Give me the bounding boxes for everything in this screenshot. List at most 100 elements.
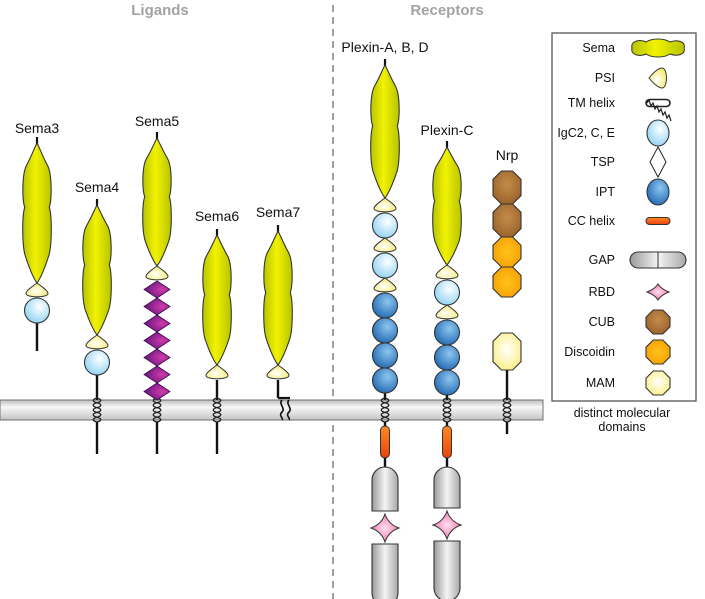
legend-item-tsp: TSP — [591, 145, 667, 179]
tsp-domain — [143, 280, 171, 299]
mam-icon — [645, 370, 671, 396]
legend-caption-line2: domains — [598, 420, 645, 434]
protein-sema5: Sema5 — [135, 113, 180, 454]
igc2-domain — [23, 297, 51, 324]
legend-label: IgC2, C, E — [557, 126, 615, 140]
cc-helix-icon — [645, 217, 671, 225]
psi-domain — [435, 304, 459, 320]
cub-domain — [492, 170, 522, 205]
protein-label: Plexin-A, B, D — [341, 39, 428, 55]
igc2-domain — [371, 252, 399, 279]
legend-label: RBD — [589, 285, 615, 299]
tm-helix — [156, 397, 162, 423]
igc2-domain — [83, 349, 111, 376]
protein-sema7: Sema7 — [256, 204, 301, 421]
discoidin-icon — [645, 339, 671, 365]
mam-domain — [492, 332, 522, 371]
tsp-domain — [143, 382, 171, 401]
sema-domain — [22, 141, 52, 284]
gpi-lipid-tail — [286, 399, 291, 421]
legend-label: GAP — [589, 253, 615, 267]
protein-nrp: Nrp — [492, 147, 522, 434]
psi-domain — [435, 264, 459, 280]
ipt-domain — [371, 367, 399, 394]
discoidin-domain — [492, 266, 522, 298]
cc-helix-domain — [380, 425, 390, 459]
tsp-domain — [143, 365, 171, 384]
psi-domain — [25, 282, 49, 298]
gpi-lipid-tail — [279, 399, 284, 421]
psi-domain — [373, 197, 397, 213]
protein-plexin-abd: Plexin-A, B, D — [341, 39, 429, 599]
protein-plexin-c: Plexin-C — [421, 122, 473, 599]
tm-helix — [506, 397, 512, 423]
psi-domain — [85, 334, 109, 350]
rbd-icon — [645, 283, 671, 301]
legend-item-discoidin: Discoidin — [564, 339, 671, 365]
legend-caption-line1: distinct molecular — [574, 406, 671, 420]
gap-domain-n — [433, 466, 461, 509]
legend-item-cc-helix: CC helix — [568, 214, 671, 228]
legend-item-igc2: IgC2, C, E — [557, 119, 670, 147]
protein-label: Sema7 — [256, 204, 301, 220]
legend-box — [551, 32, 697, 402]
igc2-domain — [371, 212, 399, 239]
tm-helix — [384, 397, 390, 423]
legend-label: MAM — [586, 376, 615, 390]
receptors-title: Receptors — [410, 2, 483, 19]
ipt-icon — [646, 178, 670, 206]
tm-helix-strand — [212, 397, 218, 423]
cub-domain — [492, 203, 522, 238]
gap-domain-c — [433, 540, 461, 599]
cub-icon — [645, 309, 671, 335]
tsp-domain — [143, 314, 171, 333]
ipt-domain — [371, 292, 399, 319]
igc2-domain — [433, 279, 461, 306]
sema-domain — [142, 136, 172, 267]
legend-item-mam: MAM — [586, 370, 671, 396]
protein-label: Sema6 — [195, 208, 240, 224]
psi-domain — [373, 237, 397, 253]
protein-sema3: Sema3 — [15, 120, 60, 351]
tm-helix-icon-coil — [646, 98, 672, 122]
tsp-domain — [143, 348, 171, 367]
psi-icon — [648, 67, 667, 89]
tm-helix — [446, 397, 452, 423]
ipt-domain — [433, 319, 461, 346]
protein-label: Sema5 — [135, 113, 180, 129]
psi-domain — [266, 364, 290, 380]
protein-sema4: Sema4 — [75, 179, 120, 454]
sema-domain — [82, 203, 112, 336]
cc-helix-domain — [442, 425, 452, 459]
tsp-domain — [143, 297, 171, 316]
psi-domain — [373, 277, 397, 293]
ipt-domain — [433, 344, 461, 371]
ipt-domain — [433, 369, 461, 396]
legend-item-ipt: IPT — [596, 178, 670, 206]
tsp-icon — [649, 145, 667, 179]
gap-domain-n — [371, 466, 399, 512]
protein-label: Sema4 — [75, 179, 120, 195]
gap-domain-c — [371, 543, 399, 599]
ipt-domain — [371, 342, 399, 369]
legend-item-sema: Sema — [582, 38, 685, 58]
legend-label: Discoidin — [564, 345, 615, 359]
tsp-domain — [143, 331, 171, 350]
tm-helix-strand — [92, 397, 98, 423]
sema-icon — [631, 38, 685, 58]
ipt-domain — [371, 317, 399, 344]
tm-helix-strand — [502, 397, 508, 423]
rbd-domain — [431, 509, 463, 541]
legend-item-cub: CUB — [589, 309, 671, 335]
psi-domain — [205, 364, 229, 380]
legend-item-tm-helix: TM helix — [568, 96, 672, 122]
protein-label: Sema3 — [15, 120, 60, 136]
legend-label: TSP — [591, 155, 615, 169]
psi-domain — [145, 265, 169, 281]
cell-membrane — [0, 399, 544, 421]
tm-helix-strand — [380, 397, 386, 423]
legend-label: PSI — [595, 71, 615, 85]
legend-item-rbd: RBD — [589, 283, 671, 301]
tm-helix — [216, 397, 222, 423]
